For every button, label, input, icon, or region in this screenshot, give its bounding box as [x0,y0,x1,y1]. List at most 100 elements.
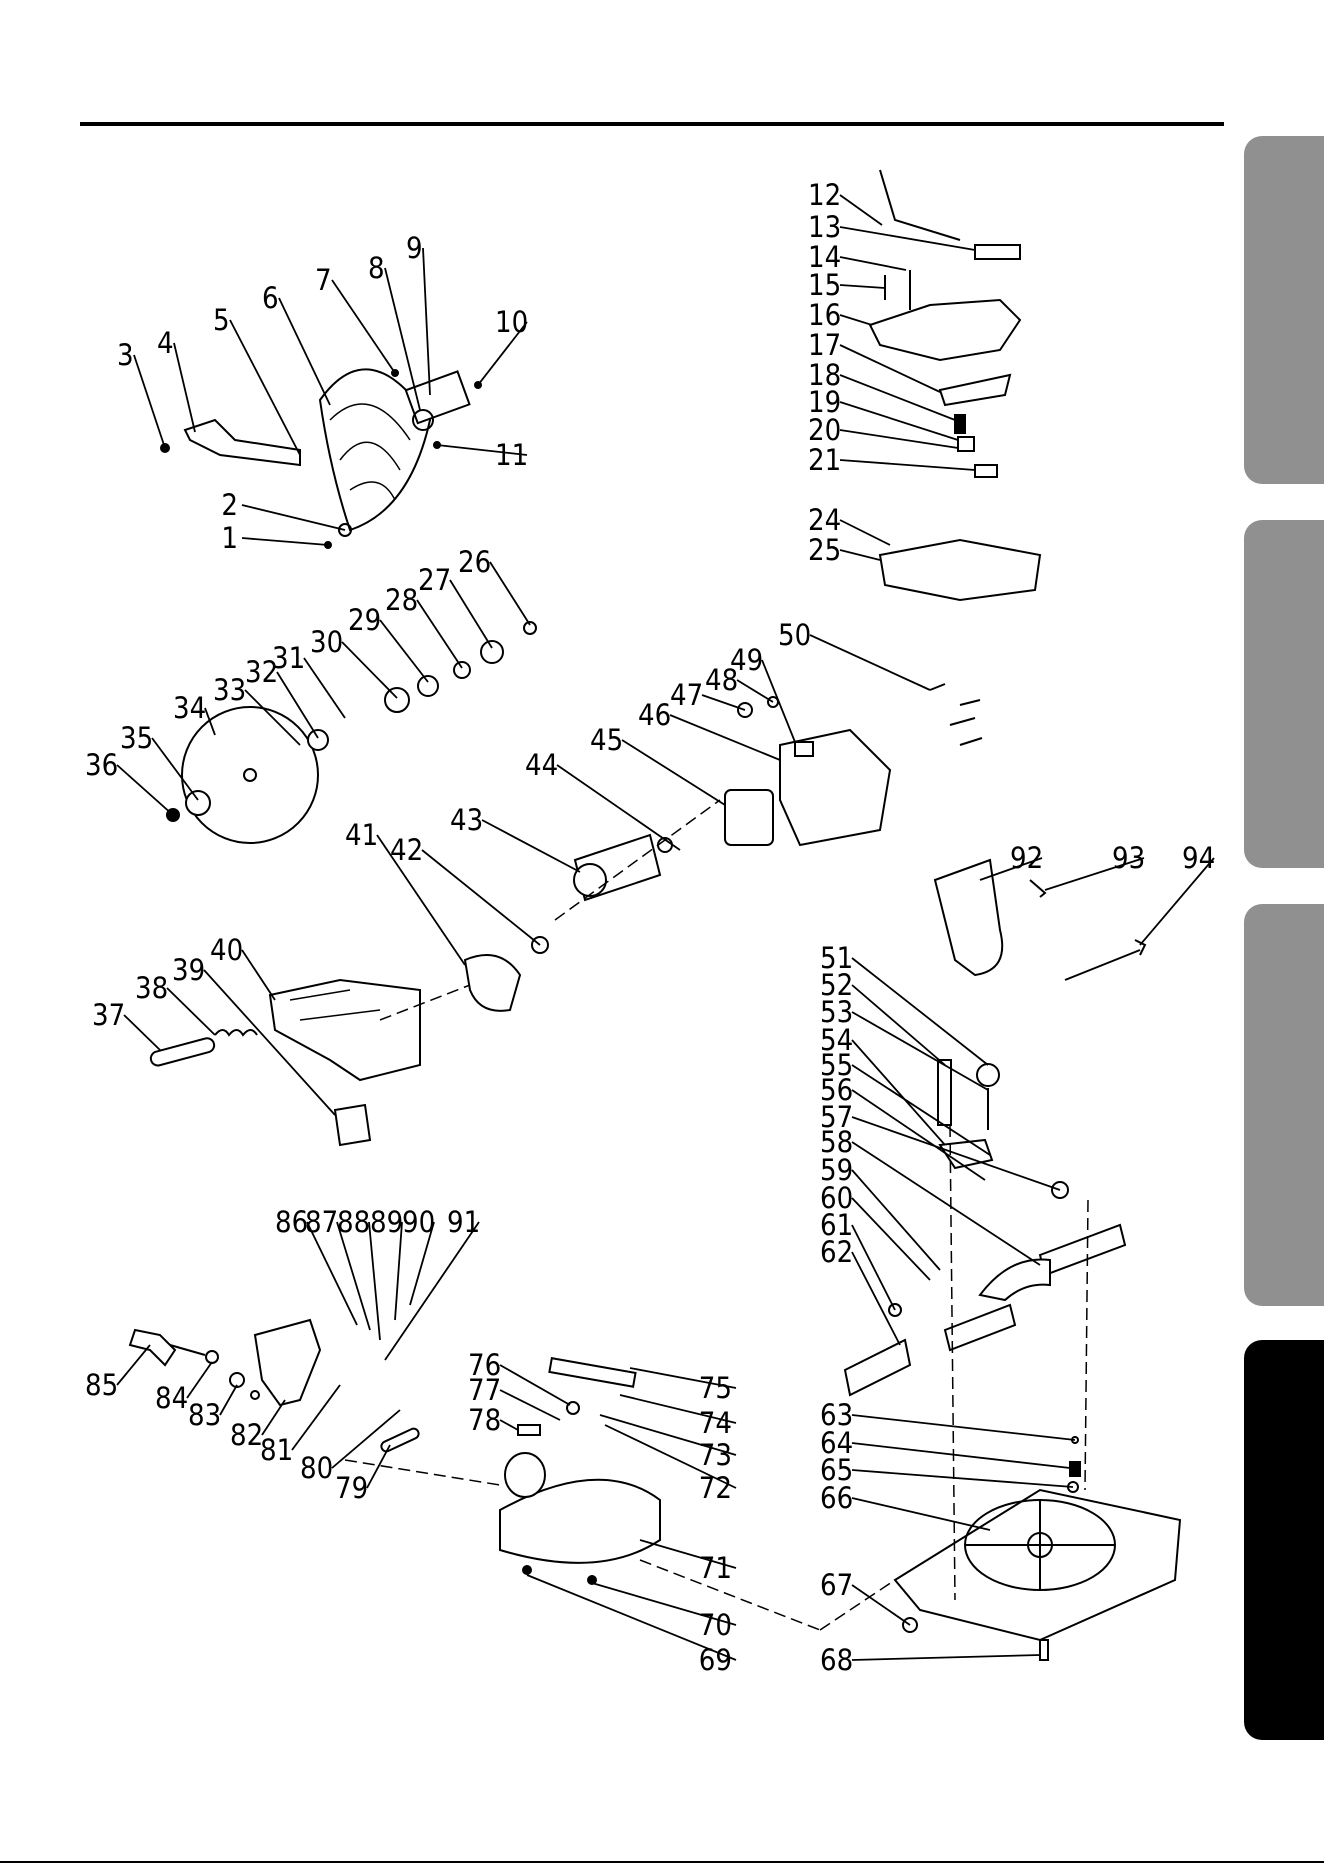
leader-line [304,658,345,718]
leader-line [852,1117,1060,1190]
leader-line [342,642,397,698]
part-number-label: 16 [808,298,841,332]
leader-line [220,1385,237,1415]
spring [955,415,965,433]
part-number-label: 30 [310,625,343,659]
leader-line [840,520,890,545]
part-number-labels: 1234567891011121314151617181920212425262… [85,178,1215,1677]
part-number-label: 2 [221,488,238,522]
part-number-label: 24 [808,503,841,537]
leader-line [852,1040,945,1145]
rod [938,1060,951,1125]
part-number-label: 32 [245,655,278,689]
dust-bag [935,860,1002,975]
part-number-label: 41 [345,818,378,852]
leader-line [124,1015,160,1050]
leader-line [500,1420,518,1430]
part-number-label: 78 [468,1403,501,1437]
fence [1040,1225,1125,1275]
stator [725,790,773,845]
part-number-label: 86 [275,1205,308,1239]
part-number-label: 17 [808,328,841,362]
part-number-label: 21 [808,443,841,477]
part-number-label: 73 [699,1438,732,1472]
part-number-label: 66 [820,1481,853,1515]
part-number-label: 38 [135,971,168,1005]
leader-line [852,1498,990,1530]
part-number-label: 69 [699,1643,732,1677]
part-number-label: 20 [808,413,841,447]
outer-flange [186,791,210,815]
part-number-label: 13 [808,210,841,244]
wrench [1065,940,1145,980]
leader-line [242,950,275,1000]
leader-line [840,402,958,440]
leader-line [852,1142,1040,1265]
footer-rule [0,1861,1324,1863]
part-number-label: 39 [172,953,205,987]
part-number-label: 47 [670,678,703,712]
part-number-label: 43 [450,803,483,837]
part-number-label: 49 [730,643,763,677]
part-number-label: 7 [315,263,332,297]
leader-line [385,1222,479,1360]
part-number-label: 75 [699,1371,732,1405]
leader-line [332,280,395,373]
part-number-label: 87 [305,1205,338,1239]
leader-line [380,620,428,682]
leader-line [810,635,930,690]
part-number-label: 8 [368,251,385,285]
leader-line [840,460,975,470]
saw-blade [182,707,318,843]
part-number-label: 70 [699,1608,732,1642]
switch-block [975,465,997,477]
part-number-label: 80 [300,1451,333,1485]
leader-line [422,850,540,945]
leader-line [852,1170,940,1270]
part-number-label: 84 [155,1381,188,1415]
part-number-label: 6 [262,281,279,315]
pivot-pin [149,1037,215,1067]
part-number-label: 67 [820,1568,853,1602]
part-number-label: 92 [1010,841,1043,875]
leader-line [167,988,215,1035]
part-number-label: 72 [699,1471,732,1505]
part-number-label: 85 [85,1368,118,1402]
part-number-label: 12 [808,178,841,212]
leader-line [852,1585,910,1625]
part-number-label: 40 [210,933,243,967]
inner-flange [308,730,328,750]
leader-line [450,580,492,648]
part-number-label: 28 [385,583,418,617]
leader-line [852,1225,895,1310]
leader-line [840,285,885,288]
bearing-2 [481,641,503,663]
part-number-label: 91 [447,1205,480,1239]
part-number-label: 35 [120,721,153,755]
handle-housing [870,300,1020,360]
part-number-label: 25 [808,533,841,567]
part-number-label: 83 [188,1398,221,1432]
guard-arm [185,420,300,465]
cover [335,1105,370,1145]
part-number-label: 79 [335,1471,368,1505]
leader-line [852,1198,930,1280]
bearing [418,676,438,696]
part-number-label: 11 [495,438,528,472]
part-number-label: 74 [699,1406,732,1440]
pin [380,1427,420,1453]
part-number-label: 4 [157,326,174,360]
part-number-label: 5 [213,303,230,337]
leader-line [852,1090,985,1180]
leader-line [852,1443,1070,1468]
part-number-label: 42 [390,833,423,867]
part-number-label: 9 [406,231,423,265]
part-number-label: 29 [348,603,381,637]
part-number-label: 89 [370,1205,403,1239]
sliding-fence [945,1305,1015,1350]
part-number-label: 27 [418,563,451,597]
hex-key [1030,880,1045,897]
leader-line [557,765,680,850]
part-number-label: 90 [402,1205,435,1239]
